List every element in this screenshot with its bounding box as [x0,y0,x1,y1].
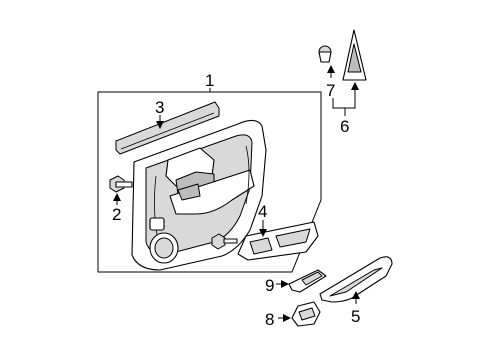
callout-3: 3 [155,98,164,117]
callout-5: 5 [351,307,360,326]
screw [109,175,133,205]
switch-bezel [237,220,319,261]
callout-7: 7 [326,81,335,100]
switch-screw [211,233,238,250]
callout-2: 2 [112,205,121,224]
callout-6-bracket [332,90,356,109]
triangular-cover [332,29,367,116]
door-trim-panel [131,119,267,271]
handle-cover [276,269,327,293]
trim-strip [115,101,220,155]
callout-9: 9 [265,276,274,295]
armrest-handle [319,256,393,304]
callout-6: 6 [340,117,349,136]
clip [318,45,335,78]
callout-8: 8 [265,310,274,329]
callout-1: 1 [205,71,214,90]
small-clip [278,301,321,327]
callout-4: 4 [258,202,267,221]
